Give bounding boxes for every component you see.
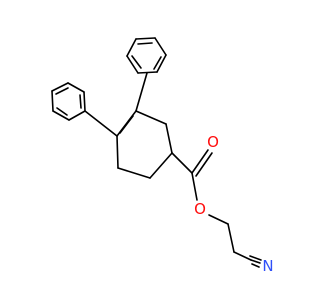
bond xyxy=(126,55,139,74)
bond-carbonyl xyxy=(195,152,213,177)
bond xyxy=(116,135,119,169)
atom-label-o-ester: O xyxy=(194,200,206,218)
bond xyxy=(135,37,156,40)
phenyl-ring-top xyxy=(126,37,167,74)
bond xyxy=(83,91,86,112)
bond xyxy=(227,223,235,253)
bond xyxy=(208,214,229,225)
bond xyxy=(233,251,252,261)
bond xyxy=(51,82,69,92)
molecule-structure: O O N xyxy=(51,37,274,275)
bond xyxy=(191,172,198,201)
bond-double-inner xyxy=(137,42,153,45)
bond xyxy=(171,152,193,174)
bond xyxy=(249,255,262,261)
phenyl-ring-left xyxy=(51,82,86,121)
atom-label-o-carbonyl: O xyxy=(207,133,219,151)
bond-double-inner xyxy=(153,56,162,70)
bond xyxy=(68,110,86,121)
bond xyxy=(149,152,173,179)
bond xyxy=(52,110,70,121)
bond xyxy=(251,263,260,268)
bond-ring-to-phenyl-top xyxy=(135,72,148,112)
bond xyxy=(126,38,137,57)
bond xyxy=(117,167,151,179)
nitrile-triple-bond xyxy=(249,255,262,268)
atom-label-n-nitrile: N xyxy=(262,257,273,275)
bond-double-inner xyxy=(119,115,134,134)
bond-carbonyl xyxy=(191,149,209,174)
bond xyxy=(156,54,167,73)
bond-double-inner xyxy=(55,87,69,95)
bond-double-inner xyxy=(56,107,68,116)
bond-ring-to-phenyl-left xyxy=(84,110,118,137)
bond xyxy=(67,82,85,93)
bond-double-inner xyxy=(131,55,142,69)
cyclohexene-ring xyxy=(116,110,173,179)
bond xyxy=(51,90,54,112)
bond xyxy=(250,259,261,264)
bond xyxy=(154,37,167,56)
bond-double-inner xyxy=(79,94,82,109)
bond xyxy=(165,123,173,154)
bond xyxy=(135,110,167,125)
